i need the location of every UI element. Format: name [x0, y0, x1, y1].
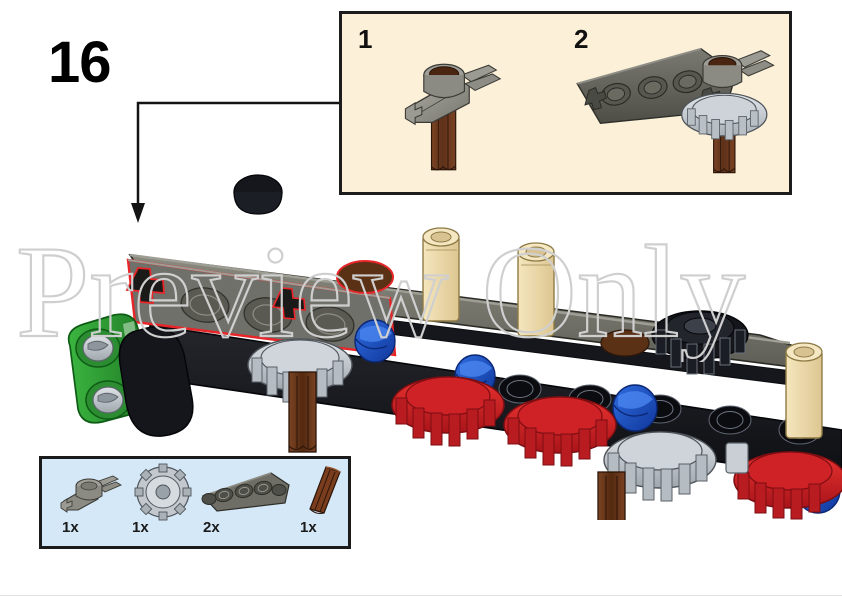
- tan-pin-1: [422, 227, 460, 322]
- brown-axle-center-left: [288, 371, 317, 453]
- light-gray-pin-right-edge: [725, 442, 749, 474]
- part-slot-gear: 1x: [126, 463, 200, 547]
- red-gear-2: [503, 396, 617, 467]
- gear-16-tooth-icon: [134, 463, 192, 521]
- main-model-assembly: [67, 174, 842, 520]
- blue-pin-1: [354, 319, 396, 363]
- part-qty-axle: 1x: [300, 519, 317, 536]
- parts-bin: 1x 1x: [39, 456, 351, 549]
- substep-1-label: 1: [358, 24, 373, 54]
- step-number: 16: [48, 30, 112, 95]
- highlighted-new-liftarm: [125, 258, 397, 357]
- part-qty-liftarm: 2x: [203, 519, 220, 536]
- red-gear-1: [391, 376, 505, 447]
- black-knob-top: [233, 174, 283, 215]
- part-slot-axle-joiner: 1x: [56, 463, 130, 547]
- liftarm-5-icon: [201, 472, 290, 512]
- substep-2-label: 2: [574, 24, 589, 54]
- substep-callout-arrow: [131, 101, 355, 223]
- black-gear-right: [651, 310, 749, 375]
- part-slot-liftarm: 2x: [197, 463, 297, 547]
- brown-axle-right: [597, 471, 626, 520]
- substep-2-illustration: [576, 47, 775, 174]
- axle-joiner-perpendicular-part: [404, 63, 502, 126]
- tan-pin-2: [517, 242, 555, 337]
- tan-pin-3: [785, 342, 823, 439]
- substep-box: 1: [339, 11, 792, 195]
- part-qty-gear: 1x: [132, 519, 149, 536]
- substep-1-illustration: [404, 63, 502, 171]
- blue-pin-3: [612, 384, 658, 432]
- brown-axle-hole-right: [600, 329, 650, 357]
- substep-1: 1: [342, 14, 552, 192]
- axle-joiner-perpendicular-part: [702, 50, 775, 89]
- light-gray-gear-right: [603, 431, 717, 502]
- black-wheel-hub-left: [118, 326, 194, 437]
- substep-2: 2: [552, 14, 795, 192]
- gear-16-tooth-light-gray-part: [681, 92, 768, 141]
- part-slot-axle: 1x: [294, 463, 368, 547]
- axle-3-brown-icon: [309, 466, 341, 515]
- red-gear-3: [733, 451, 842, 520]
- part-qty-axle-joiner: 1x: [62, 519, 79, 536]
- axle-joiner-perpendicular-icon: [60, 475, 122, 513]
